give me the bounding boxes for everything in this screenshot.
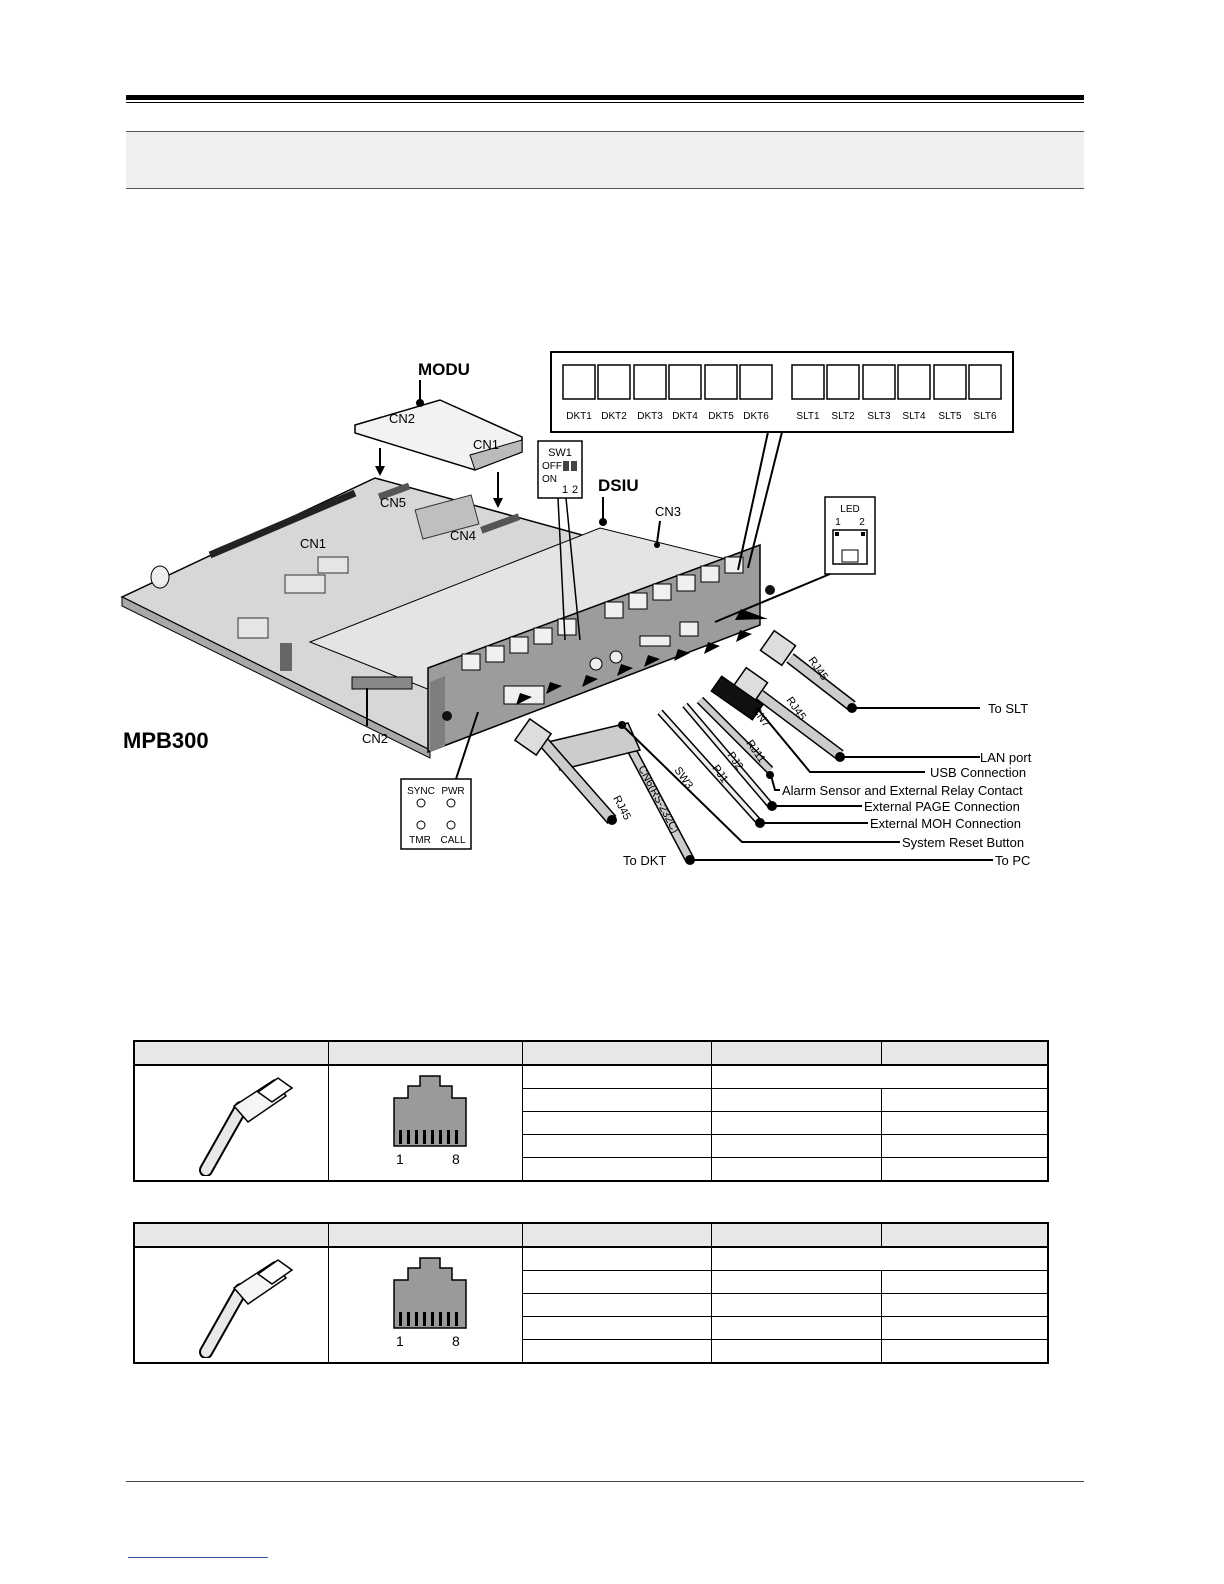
port-label-dkt5: DKT5	[708, 411, 734, 422]
port-label-slt1: SLT1	[796, 411, 820, 422]
rj45-jack-icon: 1 8	[330, 1250, 520, 1358]
callout-to-dkt: To DKT	[623, 853, 666, 868]
board-cn1-label: CN1	[300, 536, 326, 551]
board-cn2-label: CN2	[362, 731, 388, 746]
rj45-jack-icon: 1 8	[330, 1068, 520, 1176]
callout-to-pc: To PC	[995, 853, 1030, 868]
callout-external-page: External PAGE Connection	[864, 799, 1020, 814]
sw1-pos-1: 1	[562, 484, 568, 496]
modu-title: MODU	[418, 360, 470, 379]
port-label-dkt4: DKT4	[672, 411, 698, 422]
jack-pin-8-label: 8	[452, 1333, 460, 1349]
callout-to-slt: To SLT	[988, 701, 1028, 716]
port-label-slt4: SLT4	[902, 411, 926, 422]
sw1-on-label: ON	[542, 474, 557, 485]
footer-rule	[126, 1481, 1084, 1482]
jack-pin-1-label: 1	[396, 1333, 404, 1349]
led-box: LED 1 2	[825, 497, 875, 574]
pinout-table-1: 1 8	[133, 1040, 1049, 1182]
callout-lan-port: LAN port	[980, 750, 1032, 765]
board-cn5-label: CN5	[380, 495, 406, 510]
mpb300-board-figure: MODU CN2 CN1 CN5 CN4 CN1 DSIU CN3	[0, 0, 1224, 900]
board-cn2-connector	[352, 677, 412, 689]
sw1-title: SW1	[548, 447, 572, 459]
callout-system-reset: System Reset Button	[902, 835, 1024, 850]
board-cn3-label: CN3	[655, 504, 681, 519]
cable-plug-picture	[134, 1247, 328, 1363]
rj45-plug-icon	[136, 1068, 326, 1176]
jack-picture: 1 8	[328, 1065, 522, 1181]
led-tmr-label: TMR	[409, 835, 431, 846]
sw1-pos-2: 2	[572, 484, 578, 496]
port-label-dkt1: DKT1	[566, 411, 592, 422]
port-label-slt3: SLT3	[867, 411, 891, 422]
dsiu-label: DSIU	[598, 476, 639, 495]
led-title: LED	[840, 504, 859, 515]
callout-alarm-sensor: Alarm Sensor and External Relay Contact	[782, 783, 1023, 798]
modu-cn1-label: CN1	[473, 437, 499, 452]
footer-link-underline[interactable]	[128, 1557, 268, 1558]
status-led-panel: SYNC PWR TMR CALL	[401, 779, 471, 849]
port-label-dkt3: DKT3	[637, 411, 663, 422]
port-label-slt6: SLT6	[973, 411, 997, 422]
callout-usb-connection: USB Connection	[930, 765, 1026, 780]
table-header-row	[134, 1041, 1048, 1065]
port-label-slt2: SLT2	[831, 411, 855, 422]
rj45-plug-icon	[136, 1250, 326, 1358]
led-sync-label: SYNC	[407, 786, 435, 797]
sw1-off-label: OFF	[542, 461, 562, 472]
jack-picture: 1 8	[328, 1247, 522, 1363]
modu-cn2-label: CN2	[389, 411, 415, 426]
port-label-dkt2: DKT2	[601, 411, 627, 422]
port-label-slt5: SLT5	[938, 411, 962, 422]
board-cn4-label: CN4	[450, 528, 476, 543]
jack-pin-1-label: 1	[396, 1151, 404, 1167]
pinout-table-2: 1 8	[133, 1222, 1049, 1364]
port-box: DKT1 DKT2 DKT3 DKT4 DKT5 DKT6 SLT1 SLT2 …	[551, 352, 1013, 432]
led-pos-1: 1	[835, 517, 841, 528]
led-pos-2: 2	[859, 517, 865, 528]
port-label-dkt6: DKT6	[743, 411, 769, 422]
sw1-box: SW1 OFF ON 1 2	[538, 441, 582, 498]
table-row: 1 8	[134, 1065, 1048, 1089]
board-name-label: MPB300	[123, 728, 209, 753]
led-pwr-label: PWR	[441, 786, 464, 797]
led-call-label: CALL	[440, 835, 465, 846]
table-row: 1 8	[134, 1247, 1048, 1271]
callout-external-moh: External MOH Connection	[870, 816, 1021, 831]
table-header-row	[134, 1223, 1048, 1247]
jack-pin-8-label: 8	[452, 1151, 460, 1167]
cable-plug-picture	[134, 1065, 328, 1181]
